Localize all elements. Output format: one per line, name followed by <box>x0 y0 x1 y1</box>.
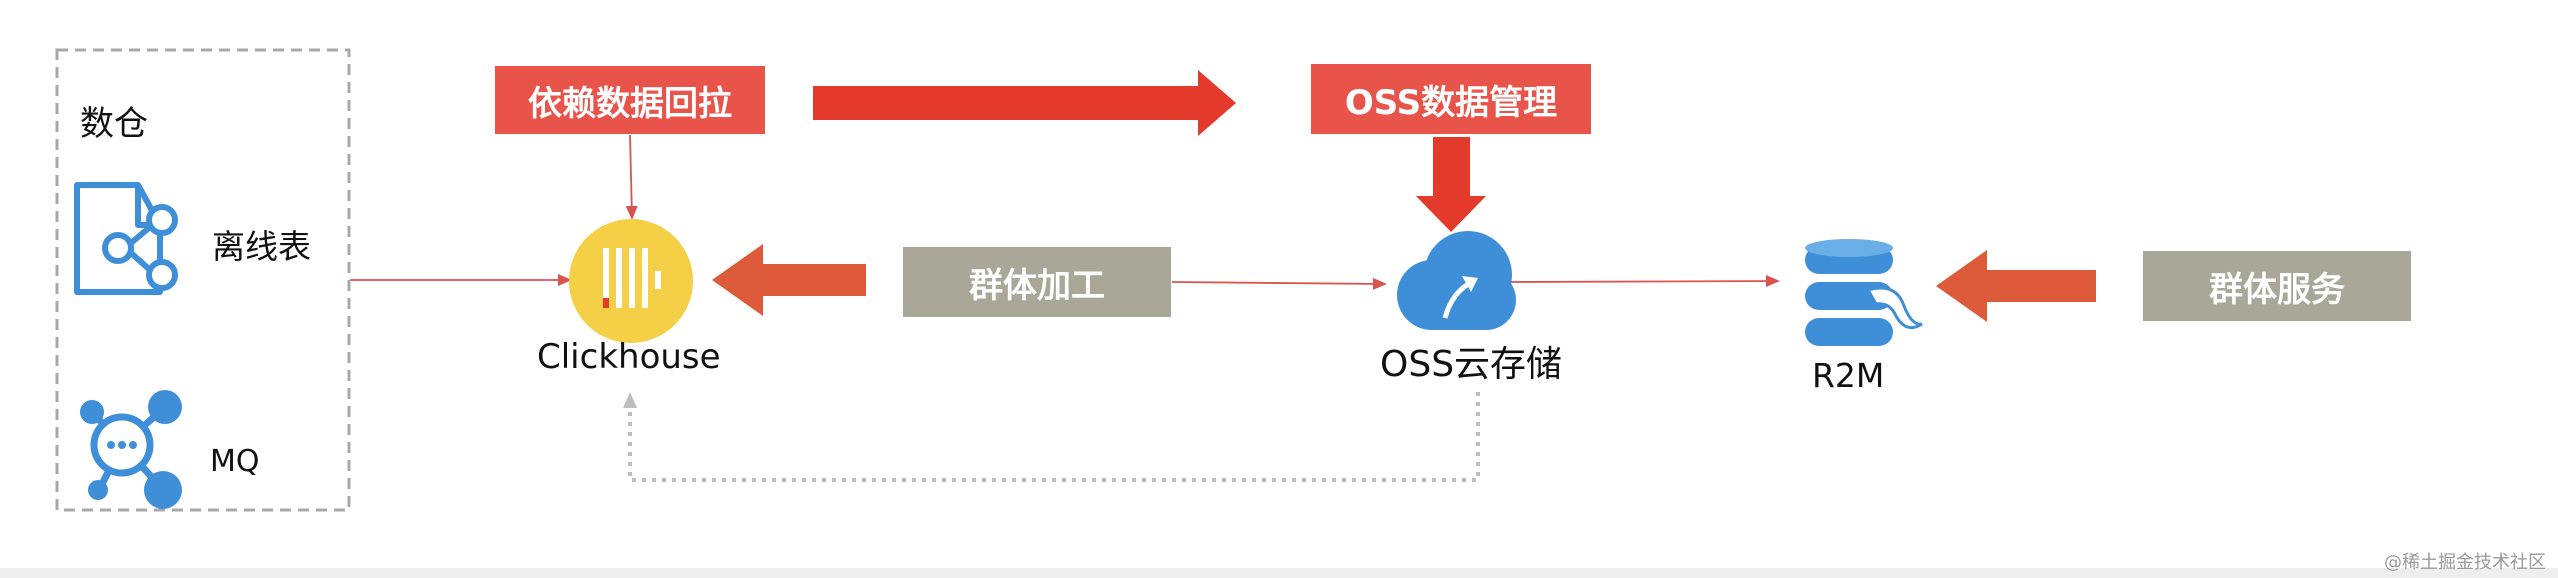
warehouse-title: 数仓 <box>80 104 148 144</box>
red-down-arrow <box>1416 137 1486 232</box>
warehouse-frame <box>55 48 351 512</box>
r2m-label: R2M <box>1812 356 1885 395</box>
oss-cloud-icon <box>1397 231 1516 330</box>
offline-table-label: 离线表 <box>212 227 311 266</box>
bottom-strip <box>0 568 2558 578</box>
mq-label: MQ <box>210 444 260 479</box>
watermark: @稀土掘金技术社区 <box>2384 552 2546 573</box>
dependency-pullback-label: 依赖数据回拉 <box>495 66 765 134</box>
oss-storage-label: OSS云存储 <box>1380 344 1563 385</box>
edge-oss-to-r2m <box>1509 275 1780 288</box>
big-red-arrow <box>813 70 1236 136</box>
clickhouse-label: Clickhouse <box>537 337 721 377</box>
oss-management-label: OSS数据管理 <box>1311 64 1591 134</box>
orange-arrow-to-r2m <box>1936 250 2096 322</box>
mq-icon <box>80 390 182 509</box>
orange-arrow-to-clickhouse <box>712 244 866 316</box>
clickhouse-icon <box>569 219 693 343</box>
r2m-database-icon <box>1805 239 1923 346</box>
offline-table-icon <box>74 182 178 295</box>
edge-processing-to-oss <box>1171 277 1387 290</box>
edge-oss-back-to-clickhouse <box>623 392 1480 482</box>
group-processing-label: 群体加工 <box>903 247 1171 317</box>
group-service-label: 群体服务 <box>2143 251 2411 321</box>
edge-label-to-clickhouse <box>625 134 638 220</box>
